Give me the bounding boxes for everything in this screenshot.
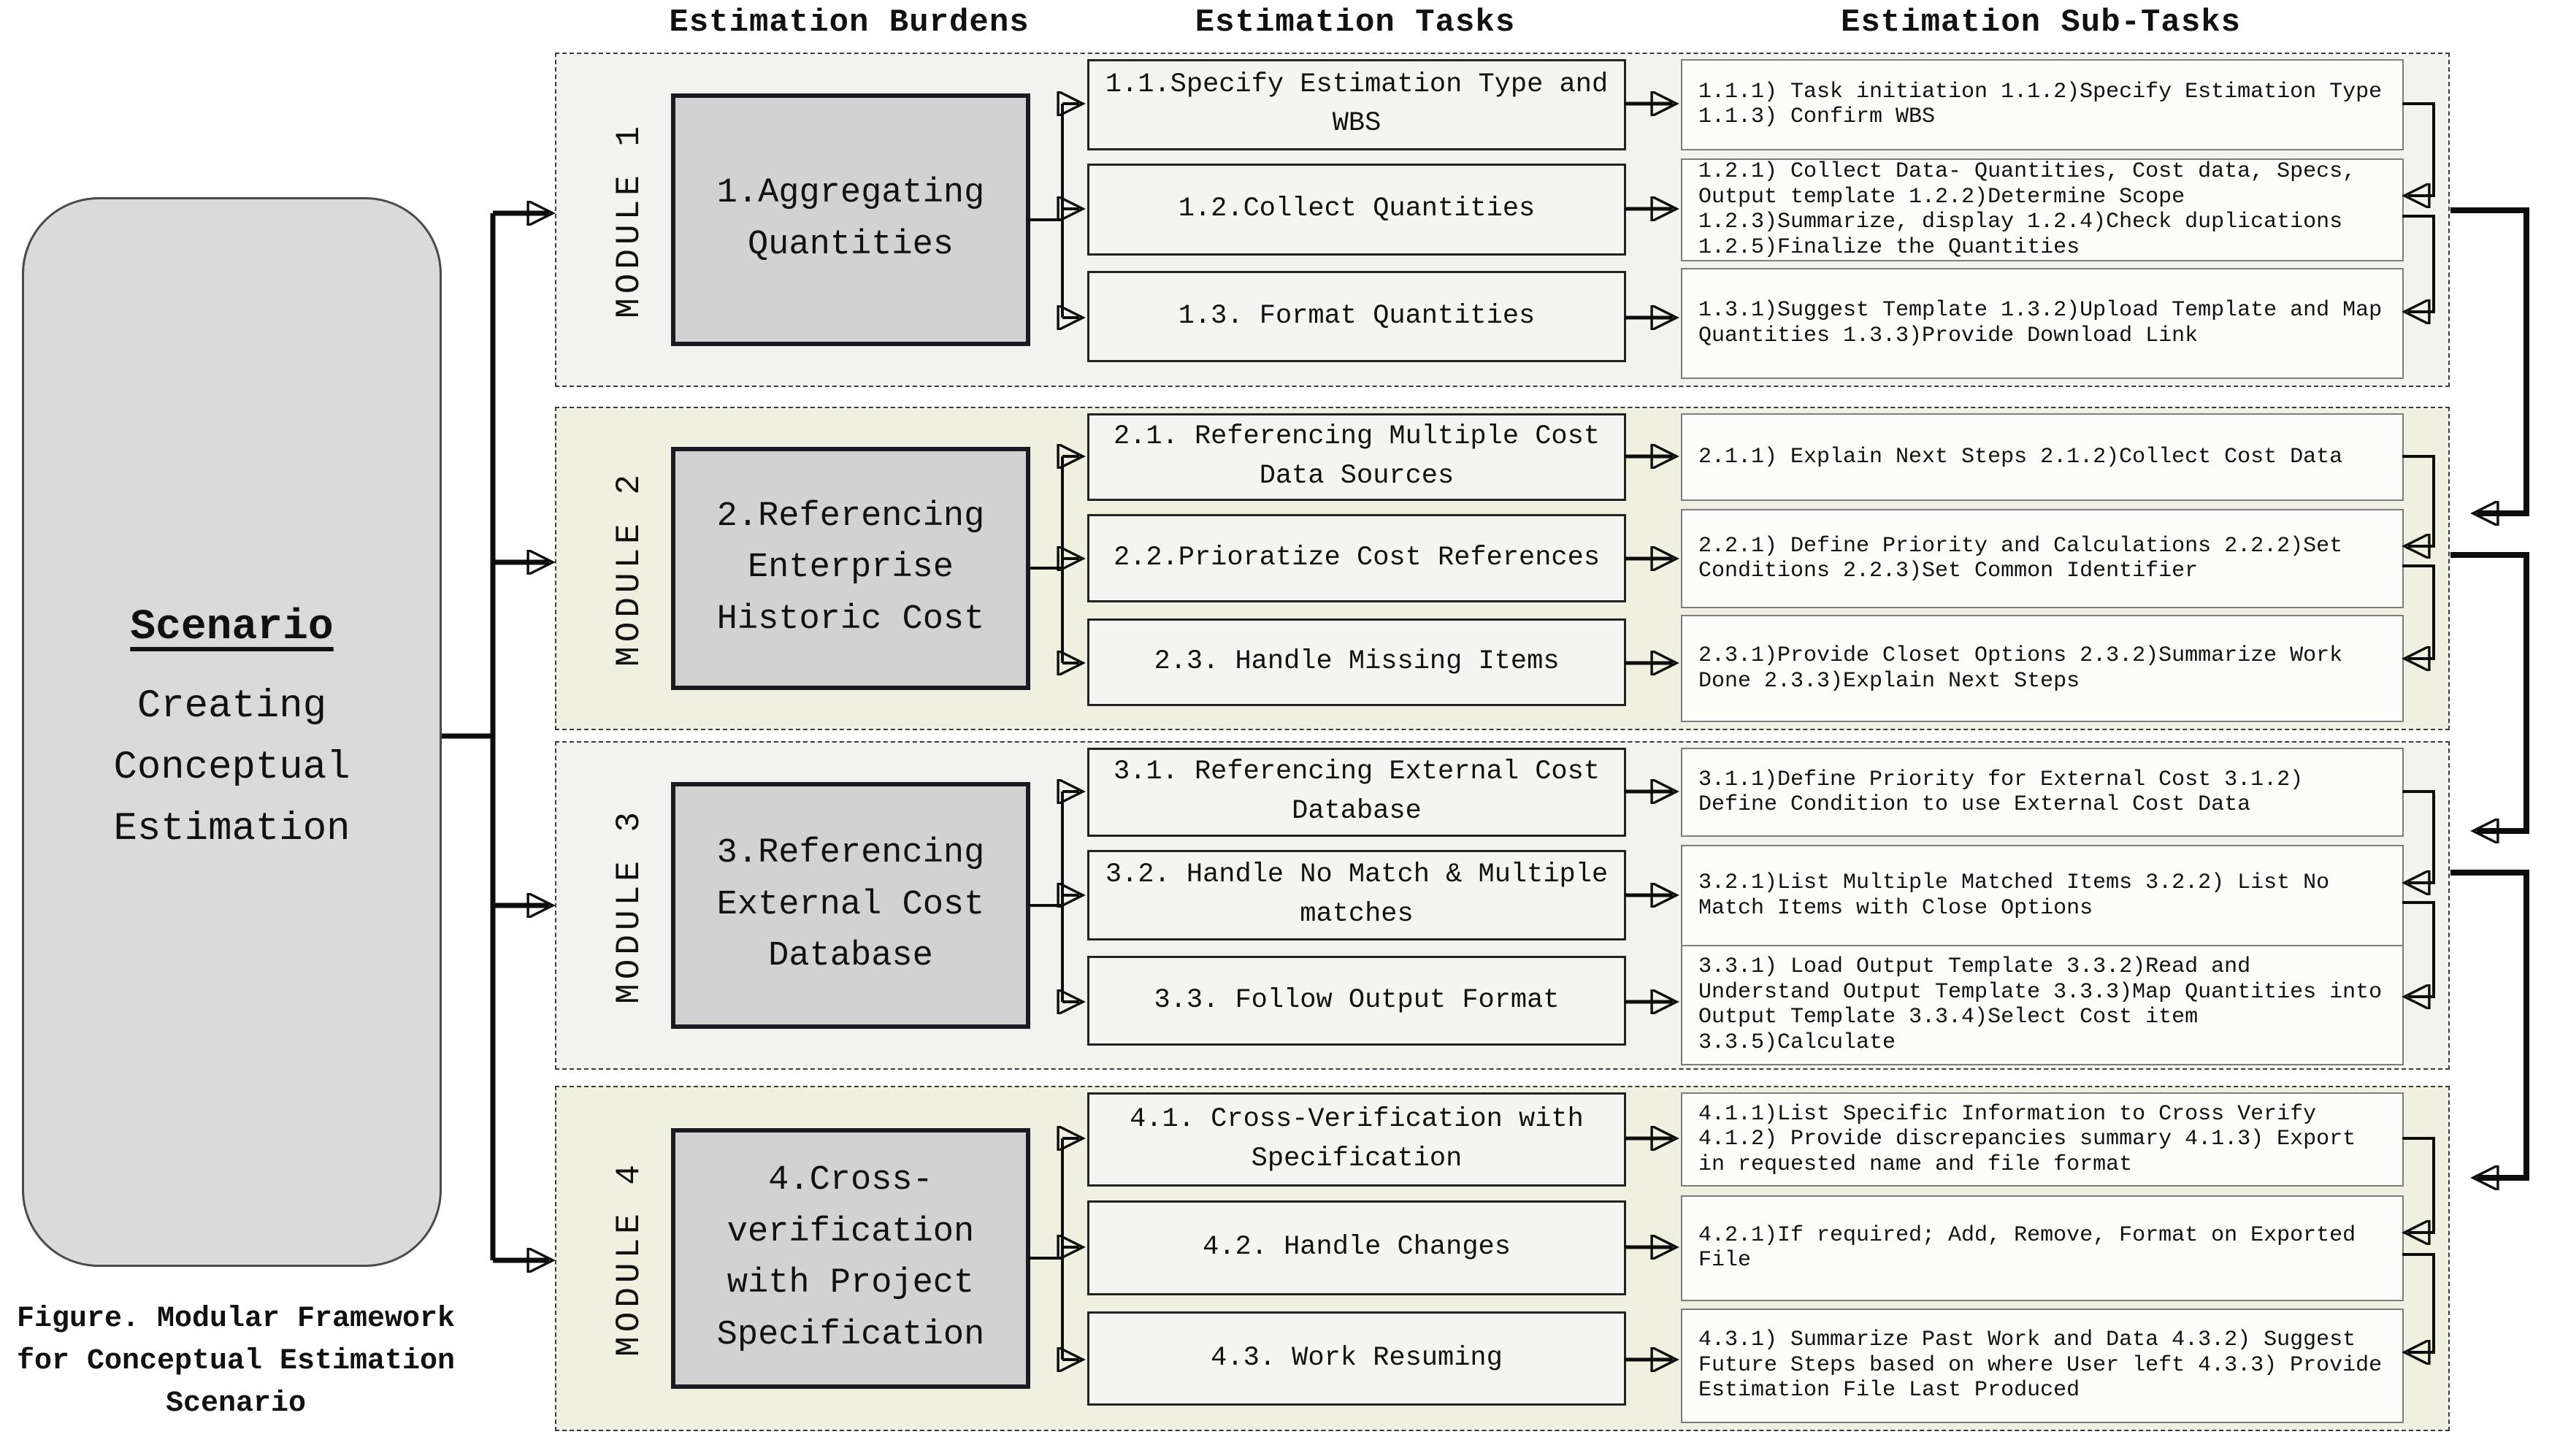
- task-box-1-3-text: 1.3. Format Quantities: [1178, 300, 1536, 332]
- subtask-box-4-2-text: 4.2.1)If required; Add, Remove, Format o…: [1698, 1222, 2356, 1273]
- burden-box-4: 4.Cross-verification with Project Specif…: [671, 1128, 1030, 1389]
- subtask-box-3-2-text: 3.2.1)List Multiple Matched Items 3.2.2)…: [1698, 870, 2330, 921]
- task-box-1-1-text: 1.1.Specify Estimation Type and WBS: [1105, 69, 1609, 139]
- subtask-box-1-2: 1.2.1) Collect Data- Quantities, Cost da…: [1681, 158, 2404, 261]
- module-2-label-text: MODULE 2: [610, 470, 648, 667]
- subtask-box-4-3: 4.3.1) Summarize Past Work and Data 4.3.…: [1681, 1308, 2404, 1423]
- subtask-box-3-1: 3.1.1)Define Priority for External Cost …: [1681, 747, 2404, 838]
- subtask-box-3-3: 3.3.1) Load Output Template 3.3.2)Read a…: [1681, 944, 2404, 1065]
- subtask-box-2-3-text: 2.3.1)Provide Closet Options 2.3.2)Summa…: [1698, 643, 2343, 694]
- module-4-rotated-label: MODULE 4: [597, 1087, 662, 1430]
- burden-box-3: 3.Referencing External Cost Database: [671, 781, 1030, 1030]
- task-box-2-3-text: 2.3. Handle Missing Items: [1154, 646, 1560, 678]
- subtask-box-1-1: 1.1.1) Task initiation 1.1.2)Specify Est…: [1681, 58, 2404, 150]
- task-box-2-2: 2.2.Prioratize Cost References: [1087, 513, 1626, 603]
- task-box-1-1: 1.1.Specify Estimation Type and WBS: [1087, 58, 1626, 150]
- subtask-box-4-3-text: 4.3.1) Summarize Past Work and Data 4.3.…: [1698, 1327, 2383, 1403]
- task-box-2-3: 2.3. Handle Missing Items: [1087, 618, 1626, 707]
- scenario-trunk-lines: [442, 213, 549, 1260]
- module-1-container: MODULE 1 1.Aggregating Quantities 1.1.Sp…: [555, 53, 2450, 387]
- task-box-3-2-text: 3.2. Handle No Match & Multiple matches: [1105, 859, 1609, 930]
- subtask-box-1-2-text: 1.2.1) Collect Data- Quantities, Cost da…: [1698, 159, 2356, 260]
- subtask-box-3-1-text: 3.1.1)Define Priority for External Cost …: [1698, 767, 2304, 818]
- task-box-3-1-text: 3.1. Referencing External Cost Database: [1113, 756, 1601, 827]
- task-box-4-2: 4.2. Handle Changes: [1087, 1200, 1626, 1295]
- scenario-subtitle: Creating Conceptual Estimation: [113, 684, 350, 851]
- task-box-3-1: 3.1. Referencing External Cost Database: [1087, 747, 1626, 838]
- burden-box-1: 1.Aggregating Quantities: [671, 93, 1030, 346]
- task-box-2-2-text: 2.2.Prioratize Cost References: [1113, 542, 1601, 573]
- module-1-label-text: MODULE 1: [610, 121, 648, 318]
- subtask-box-2-1: 2.1.1) Explain Next Steps 2.1.2)Collect …: [1681, 413, 2404, 502]
- subtask-box-1-1-text: 1.1.1) Task initiation 1.1.2)Specify Est…: [1698, 79, 2383, 130]
- burden-box-4-text: 4.Cross-verification with Project Specif…: [716, 1161, 985, 1355]
- subtask-box-1-3-text: 1.3.1)Suggest Template 1.3.2)Upload Temp…: [1698, 298, 2383, 348]
- task-box-3-3: 3.3. Follow Output Format: [1087, 956, 1626, 1046]
- subtask-box-2-2-text: 2.2.1) Define Priority and Calculations …: [1698, 533, 2343, 584]
- module-3-rotated-label: MODULE 3: [597, 743, 662, 1068]
- module-to-module-elbows: [2450, 207, 2529, 1178]
- task-box-2-1: 2.1. Referencing Multiple Cost Data Sour…: [1087, 413, 1626, 502]
- task-box-3-3-text: 3.3. Follow Output Format: [1154, 984, 1560, 1016]
- task-box-2-1-text: 2.1. Referencing Multiple Cost Data Sour…: [1113, 421, 1601, 491]
- subtask-box-3-2: 3.2.1)List Multiple Matched Items 3.2.2)…: [1681, 845, 2404, 946]
- subtask-box-3-3-text: 3.3.1) Load Output Template 3.3.2)Read a…: [1698, 954, 2383, 1055]
- burden-box-1-text: 1.Aggregating Quantities: [716, 174, 985, 264]
- figure-caption: Figure. Modular Framework for Conceptual…: [16, 1303, 456, 1420]
- subtask-box-2-2: 2.2.1) Define Priority and Calculations …: [1681, 509, 2404, 609]
- column-header-estimation-burdens: Estimation Burdens: [669, 4, 1030, 41]
- scenario-box: Scenario Creating Conceptual Estimation: [22, 197, 442, 1267]
- subtask-box-2-1-text: 2.1.1) Explain Next Steps 2.1.2)Collect …: [1698, 444, 2343, 470]
- task-box-4-1-text: 4.1. Cross-Verification with Specificati…: [1130, 1103, 1584, 1174]
- subtask-box-2-3: 2.3.1)Provide Closet Options 2.3.2)Summa…: [1681, 615, 2404, 723]
- subtask-box-4-1-text: 4.1.1)List Specific Information to Cross…: [1698, 1101, 2356, 1177]
- subtask-box-4-1: 4.1.1)List Specific Information to Cross…: [1681, 1092, 2404, 1187]
- module-4-container: MODULE 4 4.Cross-verification with Proje…: [555, 1086, 2450, 1431]
- task-box-3-2: 3.2. Handle No Match & Multiple matches: [1087, 850, 1626, 940]
- task-box-4-1: 4.1. Cross-Verification with Specificati…: [1087, 1092, 1626, 1187]
- task-box-4-2-text: 4.2. Handle Changes: [1203, 1231, 1511, 1262]
- task-box-1-2: 1.2.Collect Quantities: [1087, 163, 1626, 256]
- column-header-estimation-tasks: Estimation Tasks: [1195, 4, 1516, 41]
- module-3-container: MODULE 3 3.Referencing External Cost Dat…: [555, 741, 2450, 1070]
- task-box-4-3-text: 4.3. Work Resuming: [1211, 1342, 1503, 1373]
- task-box-1-2-text: 1.2.Collect Quantities: [1178, 193, 1536, 224]
- column-header-estimation-sub-tasks: Estimation Sub-Tasks: [1840, 4, 2242, 41]
- scenario-title: Scenario: [130, 604, 334, 652]
- burden-box-3-text: 3.Referencing External Cost Database: [716, 834, 985, 976]
- module-3-label-text: MODULE 3: [610, 807, 648, 1004]
- module-4-label-text: MODULE 4: [610, 1160, 648, 1357]
- module-1-rotated-label: MODULE 1: [597, 54, 662, 386]
- subtask-box-4-2: 4.2.1)If required; Add, Remove, Format o…: [1681, 1195, 2404, 1302]
- task-box-4-3: 4.3. Work Resuming: [1087, 1311, 1626, 1406]
- module-2-container: MODULE 2 2.Referencing Enterprise Histor…: [555, 407, 2450, 730]
- subtask-box-1-3: 1.3.1)Suggest Template 1.3.2)Upload Temp…: [1681, 267, 2404, 379]
- burden-box-2: 2.Referencing Enterprise Historic Cost: [671, 446, 1030, 691]
- module-2-rotated-label: MODULE 2: [597, 408, 662, 729]
- burden-box-2-text: 2.Referencing Enterprise Historic Cost: [716, 497, 985, 639]
- task-box-1-3: 1.3. Format Quantities: [1087, 271, 1626, 363]
